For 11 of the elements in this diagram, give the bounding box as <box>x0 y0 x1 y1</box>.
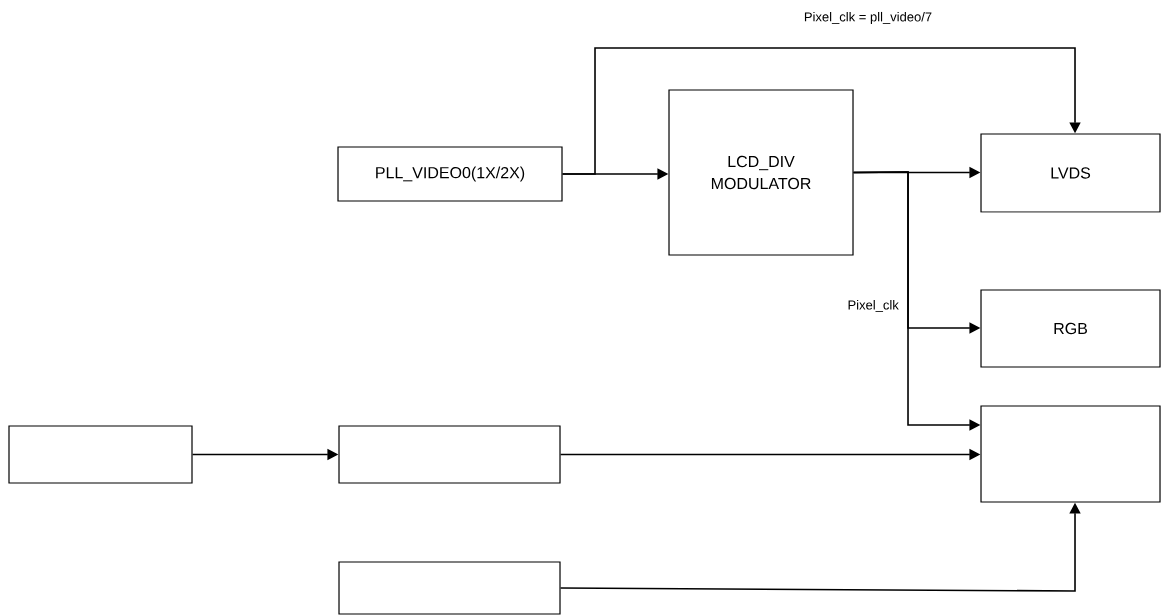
edge-label: Pixel_clk = pll_video/7 <box>802 10 934 26</box>
empty-box <box>338 425 561 484</box>
block-box: LCD_DIV MODULATOR <box>668 89 854 256</box>
empty-box <box>8 425 193 484</box>
block-box: PLL_VIDEO0(1X/2X) <box>337 146 563 202</box>
empty-box <box>980 405 1161 503</box>
block-box: LVDS <box>980 133 1161 213</box>
edge-label: Pixel_clk <box>846 299 900 313</box>
arrow <box>561 47 1081 175</box>
block-box: RGB <box>980 289 1161 368</box>
empty-box <box>338 561 561 615</box>
